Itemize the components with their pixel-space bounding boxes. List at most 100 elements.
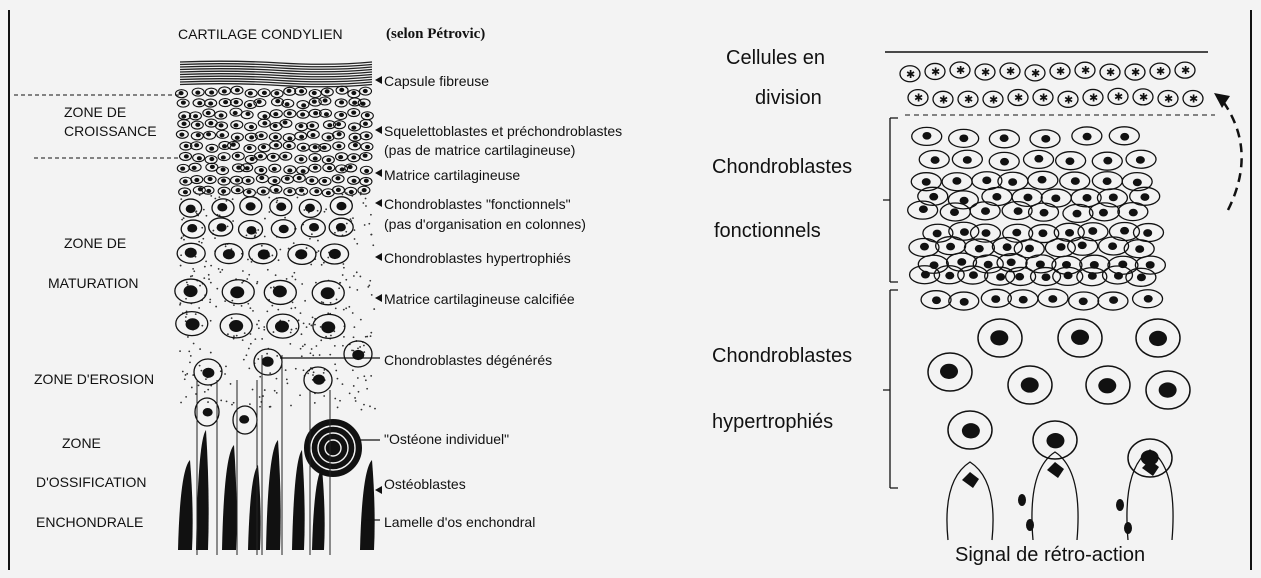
functional-chondroblast-right-nucleus bbox=[920, 243, 929, 251]
matrix-dot bbox=[246, 234, 248, 236]
squelettoblast-cell-nucleus bbox=[351, 155, 356, 159]
matrix-dot bbox=[276, 392, 278, 394]
dividing-cell-mark: ✱ bbox=[1064, 93, 1073, 106]
dividing-cell-mark: ✱ bbox=[1189, 93, 1198, 106]
functional-chondroblast-right-nucleus bbox=[1012, 229, 1021, 237]
functional-chondroblast-right-nucleus bbox=[1048, 295, 1057, 303]
squelettoblast-cell-nucleus bbox=[193, 114, 198, 118]
matrix-dot bbox=[337, 378, 339, 380]
matrix-dot bbox=[335, 307, 337, 309]
matrix-dot bbox=[248, 348, 250, 350]
matrix-dot bbox=[289, 343, 291, 345]
squelettoblast-cell-nucleus bbox=[299, 89, 304, 93]
matrix-dot bbox=[186, 313, 188, 315]
dividing-cell-mark: ✱ bbox=[1156, 65, 1165, 78]
matrix-dot bbox=[303, 322, 305, 324]
squelettoblast-cell-nucleus bbox=[235, 88, 240, 92]
squelettoblast-cell-nucleus bbox=[247, 103, 252, 107]
matrix-dot bbox=[309, 323, 311, 325]
matrix-dot bbox=[314, 324, 316, 326]
matrix-dot bbox=[249, 307, 251, 309]
matrix-dot bbox=[268, 197, 270, 199]
functional-chondroblast-right-nucleus bbox=[1088, 272, 1097, 280]
squelettoblast-cell-nucleus bbox=[313, 145, 318, 149]
matrix-dot bbox=[191, 275, 193, 277]
label-cellules-en-division-line2: division bbox=[755, 88, 822, 108]
matrix-dot bbox=[259, 396, 261, 398]
functional-chondroblast-right-nucleus bbox=[1057, 243, 1066, 251]
squelettoblast-cell-nucleus bbox=[363, 154, 368, 158]
chondroblast-cell-nucleus bbox=[217, 223, 227, 232]
matrix-dot bbox=[180, 402, 182, 404]
matrix-dot bbox=[243, 359, 245, 361]
matrix-dot bbox=[201, 242, 203, 244]
squelettoblast-cell-nucleus bbox=[261, 145, 266, 149]
matrix-dot bbox=[317, 240, 319, 242]
squelettoblast-cell-nucleus bbox=[247, 190, 252, 194]
matrix-dot bbox=[343, 267, 345, 269]
matrix-dot bbox=[289, 190, 291, 192]
squelettoblast-cell-nucleus bbox=[195, 123, 200, 127]
zone-erosion: ZONE D'EROSION bbox=[34, 372, 154, 386]
matrix-dot bbox=[369, 280, 371, 282]
matrix-dot bbox=[264, 389, 266, 391]
squelettoblast-cell-nucleus bbox=[223, 100, 228, 104]
matrix-dot bbox=[303, 193, 305, 195]
matrix-dot bbox=[257, 229, 259, 231]
matrix-dot bbox=[180, 265, 182, 267]
label-chondroblastes-fonctionnels-right-line2: fonctionnels bbox=[714, 221, 821, 241]
squelettoblast-cell-nucleus bbox=[351, 126, 356, 130]
matrix-dot bbox=[330, 335, 332, 337]
functional-chondroblast-right-nucleus bbox=[1109, 296, 1118, 304]
functional-chondroblast-right-nucleus bbox=[1099, 209, 1108, 217]
functional-chondroblast-right-nucleus bbox=[957, 258, 966, 266]
matrix-dot bbox=[246, 278, 248, 280]
squelettoblast-cell-nucleus bbox=[364, 169, 369, 173]
matrix-dot bbox=[193, 270, 195, 272]
matrix-dot bbox=[334, 345, 336, 347]
matrix-dot bbox=[187, 284, 189, 286]
squelettoblast-cell-nucleus bbox=[233, 123, 238, 127]
matrix-dot bbox=[193, 343, 195, 345]
label-squelettoblastes-note: (pas de matrice cartilagineuse) bbox=[384, 143, 575, 157]
matrix-dot bbox=[204, 266, 206, 268]
matrix-dot bbox=[288, 320, 290, 322]
matrix-dot bbox=[336, 299, 338, 301]
matrix-dot bbox=[294, 307, 296, 309]
functional-chondroblast-right-nucleus bbox=[1120, 227, 1129, 235]
functional-chondroblast-right-nucleus bbox=[1146, 261, 1155, 269]
matrix-dot bbox=[338, 287, 340, 289]
squelettoblast-cell-nucleus bbox=[336, 122, 341, 126]
squelettoblast-cell-nucleus bbox=[259, 168, 264, 172]
matrix-dot bbox=[231, 300, 233, 302]
squelettoblast-cell-nucleus bbox=[220, 133, 225, 137]
matrix-dot bbox=[365, 198, 367, 200]
squelettoblast-cell-nucleus bbox=[287, 111, 292, 115]
functional-chondroblast-right-nucleus bbox=[1041, 135, 1050, 143]
dividing-cell-mark: ✱ bbox=[964, 93, 973, 106]
functional-chondroblast-right-nucleus bbox=[1135, 245, 1144, 253]
functional-chondroblast-right-nucleus bbox=[991, 295, 1000, 303]
matrix-dot bbox=[259, 406, 261, 408]
matrix-dot bbox=[180, 302, 182, 304]
degenerated-nucleus-right bbox=[962, 472, 979, 488]
functional-chondroblast-right-nucleus bbox=[975, 245, 984, 253]
matrix-dot bbox=[278, 259, 280, 261]
functional-chondroblast-right-nucleus bbox=[929, 193, 938, 201]
chondroblast-cell-nucleus bbox=[295, 249, 307, 259]
matrix-dot bbox=[310, 352, 312, 354]
squelettoblast-cell-nucleus bbox=[262, 114, 267, 118]
pointer-arrow bbox=[375, 126, 382, 134]
squelettoblast-cell-nucleus bbox=[194, 143, 199, 147]
degenerated-chondroblast-nucleus bbox=[203, 408, 213, 417]
matrix-dot bbox=[311, 233, 313, 235]
matrix-dot bbox=[286, 278, 288, 280]
matrix-dot bbox=[248, 367, 250, 369]
squelettoblast-cell-nucleus bbox=[364, 179, 369, 183]
matrix-dot bbox=[219, 271, 221, 273]
functional-chondroblast-right-nucleus bbox=[1088, 227, 1097, 235]
zone-maturation-line2: MATURATION bbox=[48, 276, 138, 290]
matrix-dot bbox=[231, 404, 233, 406]
matrix-dot bbox=[317, 210, 319, 212]
